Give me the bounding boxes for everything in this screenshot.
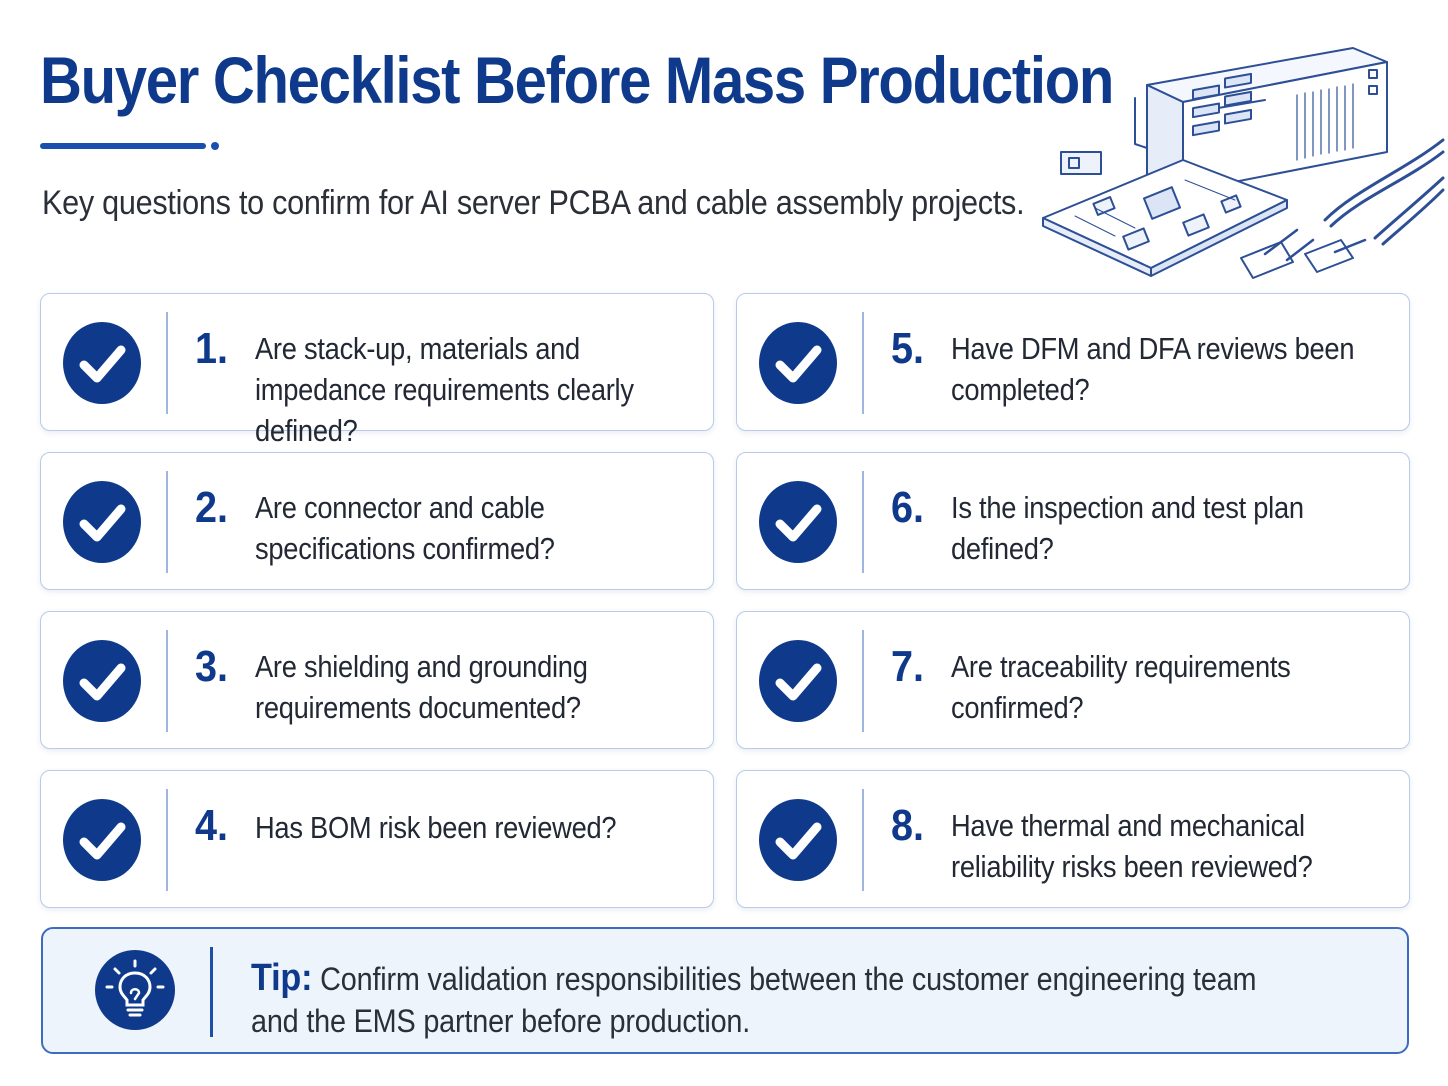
item-divider (166, 789, 168, 891)
check-circle-icon (759, 481, 837, 563)
item-number: 3. (195, 642, 229, 691)
check-circle-icon (63, 799, 141, 881)
tip-label: Tip: (251, 957, 313, 999)
item-divider (862, 312, 864, 414)
checklist-item: 3. Are shielding and grounding requiremen… (40, 611, 714, 749)
tip-divider (210, 947, 213, 1037)
item-question: Have DFM and DFA reviews been completed? (951, 331, 1355, 407)
item-question: Has BOM risk been reviewed? (255, 810, 617, 845)
item-number: 7. (891, 642, 925, 691)
item-divider (862, 630, 864, 732)
checklist-item: 7. Are traceability requirements confirme… (736, 611, 1410, 749)
item-divider (166, 630, 168, 732)
checklist-item: 5. Have DFM and DFA reviews been complete… (736, 293, 1410, 431)
item-divider (166, 312, 168, 414)
item-question: Are shielding and grounding requirements… (255, 649, 588, 725)
checklist-item: 6. Is the inspection and test plan define… (736, 452, 1410, 590)
title-underline-dot (211, 142, 219, 150)
item-number: 4. (195, 801, 229, 850)
item-divider (862, 789, 864, 891)
check-circle-icon (63, 322, 141, 404)
item-number: 5. (891, 324, 925, 373)
item-question: Are stack-up, materials and impedance re… (255, 331, 634, 448)
server-pcb-cable-illustration (1042, 47, 1445, 279)
checklist-item: 4. Has BOM risk been reviewed? (40, 770, 714, 908)
item-number: 1. (195, 324, 229, 373)
item-divider (862, 471, 864, 573)
tip-box: Tip: Confirm validation responsibilities… (41, 927, 1409, 1054)
cable-icon (1240, 138, 1445, 279)
server-chassis-icon (1134, 47, 1388, 193)
lightbulb-icon (95, 950, 175, 1030)
check-circle-icon (759, 640, 837, 722)
check-circle-icon (759, 799, 837, 881)
page-title: Buyer Checklist Before Mass Production (40, 43, 1114, 117)
checklist-item: 1. Are stack-up, materials and impedance … (40, 293, 714, 448)
item-divider (166, 471, 168, 573)
checklist-item: 2. Are connector and cable specifications… (40, 452, 714, 590)
check-circle-icon (759, 322, 837, 404)
item-question: Are connector and cable specifications c… (255, 490, 555, 566)
checklist-item: 8. Have thermal and mechanical reliabilit… (736, 770, 1410, 908)
item-number: 2. (195, 483, 229, 532)
item-number: 8. (891, 801, 925, 850)
tip-text: Tip: Confirm validation responsibilities… (251, 957, 1286, 1042)
pcb-board-icon (1042, 151, 1288, 277)
item-question: Is the inspection and test plan defined? (951, 490, 1304, 566)
check-circle-icon (63, 640, 141, 722)
check-circle-icon (63, 481, 141, 563)
title-underline (40, 143, 206, 149)
page-subtitle: Key questions to confirm for AI server P… (42, 184, 1025, 222)
item-question: Have thermal and mechanical reliability … (951, 808, 1313, 884)
item-number: 6. (891, 483, 925, 532)
tip-body: Confirm validation responsibilities betw… (251, 961, 1257, 1039)
item-question: Are traceability requirements confirmed? (951, 649, 1291, 725)
